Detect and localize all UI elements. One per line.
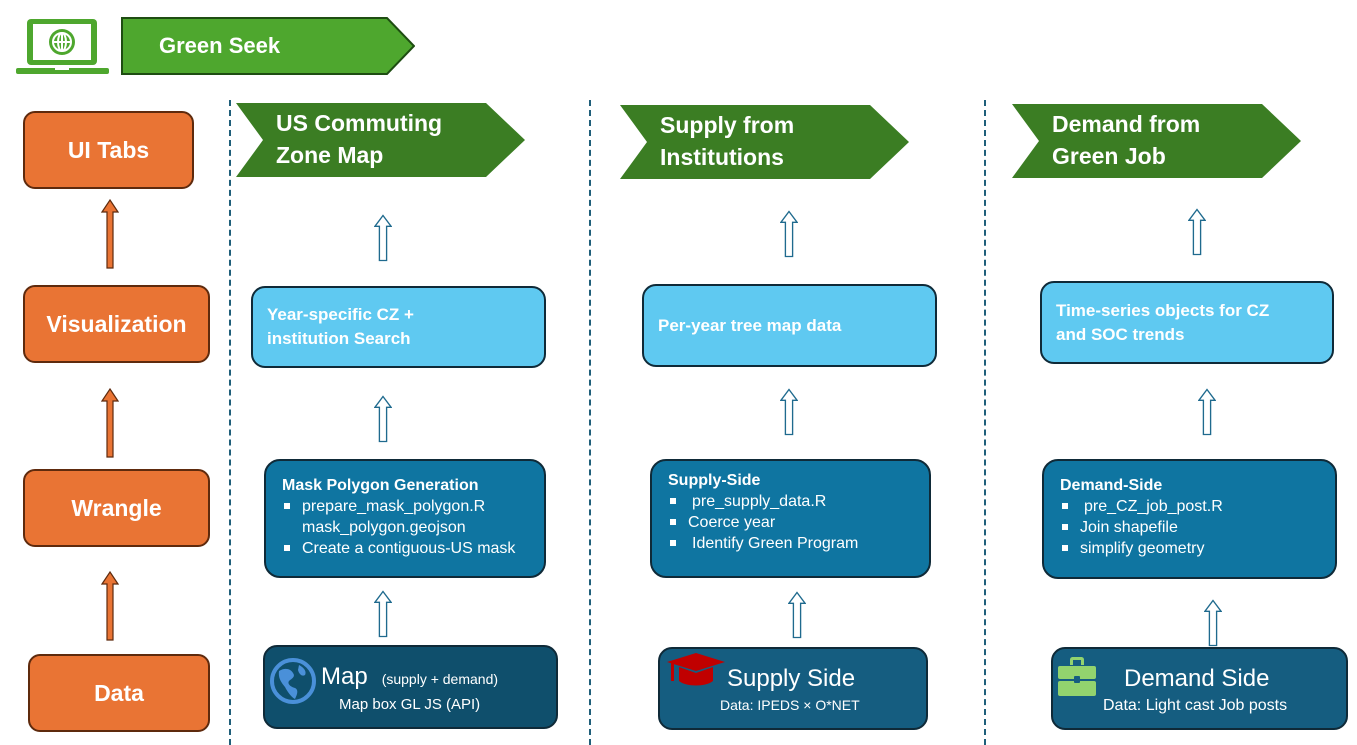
- stage-label: Wrangle: [71, 494, 162, 521]
- arrow-up-icon: [780, 388, 798, 436]
- briefcase-icon: [1058, 657, 1096, 696]
- wrangle-title: Supply-Side: [668, 472, 761, 489]
- data-title: Map: [321, 663, 368, 690]
- stage-data: Data: [28, 654, 210, 732]
- arrow-up-icon: [1198, 388, 1216, 436]
- wrangle-item-continuation: mask_polygon.geojson: [302, 519, 466, 536]
- data-source-demand: Demand Side Data: Light cast Job posts: [1051, 647, 1348, 730]
- wrangle-item: Identify Green Program: [668, 533, 915, 554]
- arrow-up-icon: [780, 210, 798, 258]
- wrangle-title: Mask Polygon Generation: [282, 477, 479, 494]
- wrangle-demand-side: Demand-Side pre_CZ_job_post.R Join shape…: [1042, 459, 1337, 579]
- viz-text: Year-specific CZ +: [267, 305, 414, 324]
- wrangle-item: Create a contiguous-US mask: [282, 538, 530, 559]
- tab-us-commuting-zone-map[interactable]: US Commuting Zone Map: [236, 103, 526, 177]
- arrow-up-icon: [374, 395, 392, 443]
- tab-label: Demand from Green Job: [1052, 111, 1201, 169]
- laptop-globe-icon: [15, 17, 110, 75]
- wrangle-item: Join shapefile: [1060, 517, 1321, 538]
- arrow-up-icon: [101, 199, 119, 269]
- tab-demand-from-green-job[interactable]: Demand from Green Job: [1012, 104, 1302, 178]
- data-subtitle: Data: Light cast Job posts: [1103, 697, 1288, 714]
- arrow-up-icon: [101, 571, 119, 641]
- stage-ui-tabs: UI Tabs: [23, 111, 194, 189]
- column-divider: [984, 100, 986, 745]
- arrow-up-icon: [1188, 208, 1206, 256]
- wrangle-item: Coerce year: [668, 512, 915, 533]
- stage-visualization: Visualization: [23, 285, 210, 363]
- viz-text: and SOC trends: [1056, 324, 1185, 344]
- wrangle-item: simplify geometry: [1060, 538, 1321, 559]
- viz-per-year-tree-map: Per-year tree map data: [642, 284, 937, 367]
- data-source-supply: Supply Side Data: IPEDS × O*NET: [658, 647, 928, 730]
- arrow-up-icon: [788, 591, 806, 639]
- tab-label: US Commuting Zone Map: [276, 110, 443, 168]
- stage-label: Visualization: [46, 310, 187, 337]
- viz-year-specific-cz: Year-specific CZ + institution Search: [251, 286, 546, 368]
- app-title: Green Seek: [159, 33, 281, 58]
- arrow-up-icon: [101, 388, 119, 458]
- app-title-banner: Green Seek: [121, 17, 415, 75]
- viz-time-series-objects: Time-series objects for CZ and SOC trend…: [1040, 281, 1334, 364]
- data-note: (supply + demand): [381, 671, 499, 687]
- wrangle-item: prepare_mask_polygon.R: [282, 496, 530, 517]
- column-divider: [589, 100, 591, 745]
- viz-text: Time-series objects for CZ: [1056, 300, 1270, 320]
- data-title: Supply Side: [727, 665, 856, 692]
- column-divider: [229, 100, 231, 745]
- tab-label: Supply from Institutions: [660, 112, 795, 170]
- wrangle-item: pre_supply_data.R: [668, 491, 915, 512]
- tab-supply-from-institutions[interactable]: Supply from Institutions: [620, 105, 910, 179]
- wrangle-item: pre_CZ_job_post.R: [1060, 496, 1321, 517]
- graduation-cap-icon: [667, 653, 725, 686]
- stage-label: UI Tabs: [67, 136, 150, 163]
- data-source-map: Map (supply + demand) Map box GL JS (API): [263, 645, 558, 729]
- data-title: Demand Side: [1124, 665, 1270, 692]
- wrangle-supply-side: Supply-Side pre_supply_data.R Coerce yea…: [650, 459, 931, 578]
- data-subtitle: Map box GL JS (API): [339, 696, 481, 713]
- arrow-up-icon: [374, 214, 392, 262]
- stage-wrangle: Wrangle: [23, 469, 210, 547]
- viz-text: institution Search: [267, 329, 411, 348]
- arrow-up-icon: [374, 590, 392, 638]
- stage-label: Data: [94, 679, 144, 706]
- viz-text: Per-year tree map data: [658, 315, 842, 335]
- arrow-up-icon: [1204, 599, 1222, 647]
- wrangle-title: Demand-Side: [1060, 477, 1163, 494]
- data-subtitle: Data: IPEDS × O*NET: [720, 697, 860, 713]
- globe-americas-icon: [270, 658, 316, 704]
- wrangle-mask-polygon: Mask Polygon Generation prepare_mask_pol…: [264, 459, 546, 578]
